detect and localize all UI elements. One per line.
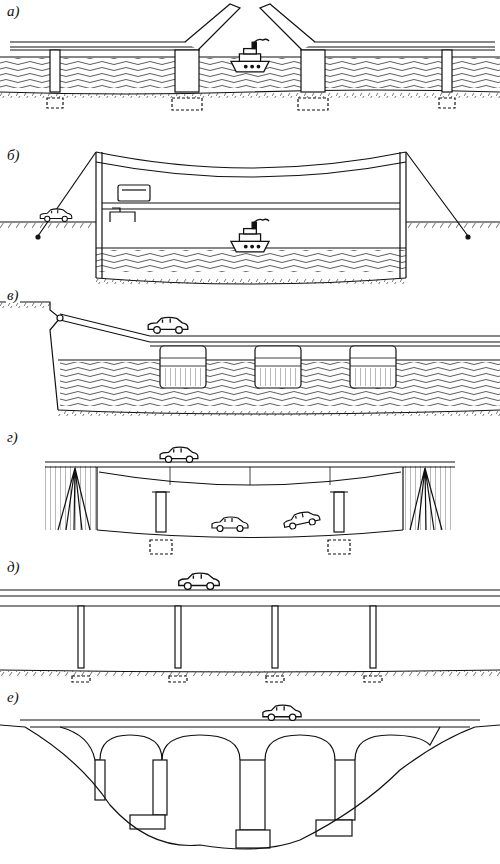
lift-bridge — [0, 152, 500, 284]
panel-letter: е) — [6, 690, 20, 705]
pontoon-bridge — [0, 302, 500, 416]
panel-letter: а) — [6, 4, 21, 19]
flyover — [0, 573, 500, 682]
panel-letter: д) — [6, 560, 21, 575]
panel-letter: г) — [6, 430, 19, 445]
bascule-bridge — [0, 4, 500, 110]
panel-letter: в) — [6, 288, 20, 303]
arch-viaduct — [0, 705, 500, 849]
cable-overpass — [45, 447, 455, 554]
panel-letter: б) — [6, 148, 21, 163]
